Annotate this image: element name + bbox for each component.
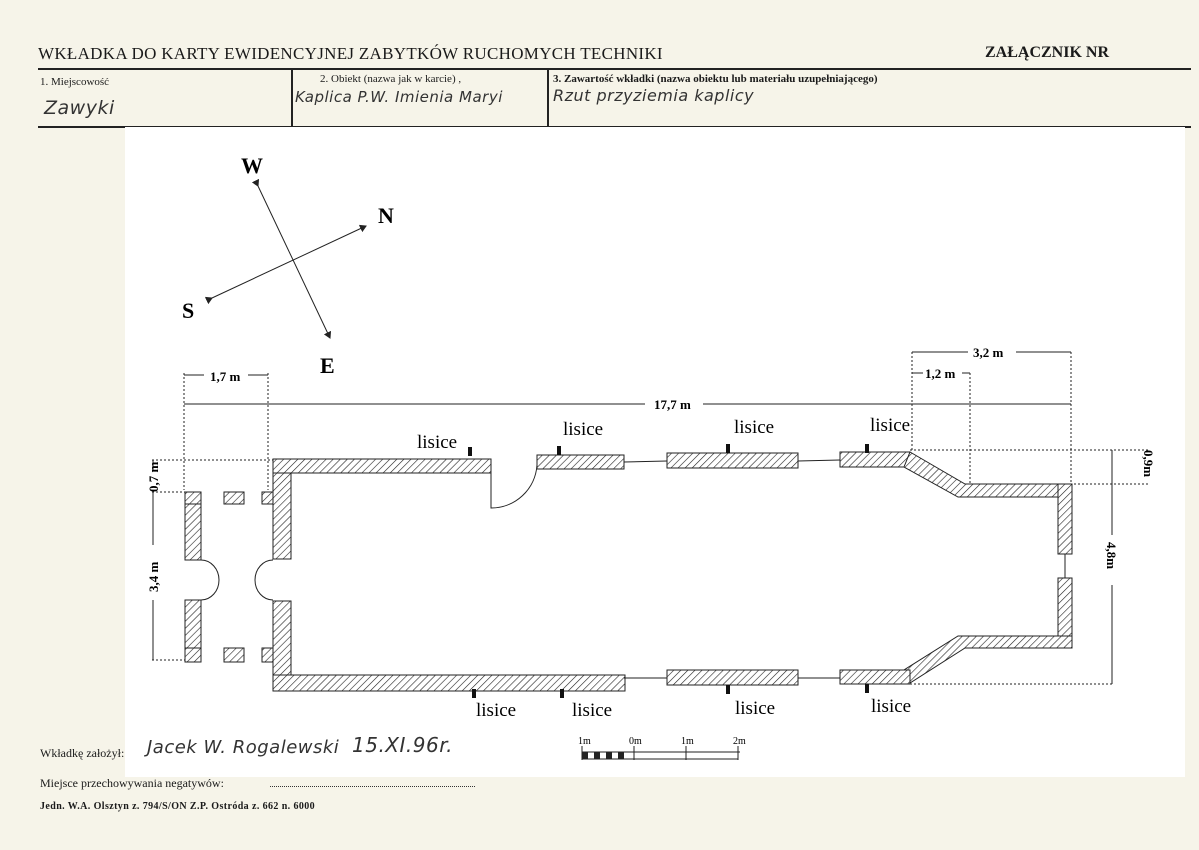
lisice-label: lisice [476, 700, 516, 721]
dim-apse-width: 3,2 m [973, 345, 1004, 360]
lisice-label: lisice [563, 419, 603, 440]
lisice-markers [468, 444, 869, 698]
lisice-label: lisice [870, 415, 910, 436]
window-gaps [623, 459, 1066, 679]
form-title: WKŁADKA DO KARTY EWIDENCYJNEJ ZABYTKÓW R… [38, 44, 663, 63]
scale-label: 2m [733, 736, 746, 747]
porch-door-arc-right [254, 559, 274, 601]
negatives-label: Miejsce przechowywania negatywów: [40, 776, 224, 790]
dimension-lines [152, 351, 1150, 685]
object-label: 2. Obiekt (nazwa jak w karcie) , [320, 73, 462, 85]
porch-door-arc-left [200, 559, 220, 601]
door-swing [490, 464, 538, 509]
field-divider-2 [547, 70, 549, 127]
field-divider-1 [291, 70, 293, 127]
content-label: 3. Zawartość wkładki (nazwa obiektu lub … [553, 73, 878, 85]
locality-label: 1. Miejscowość [40, 76, 110, 88]
dim-apse-step: 1,2 m [925, 366, 956, 381]
porch-walls [184, 491, 274, 663]
scale-label: 1m [681, 736, 694, 747]
compass-n: N [378, 203, 394, 228]
lisice-label: lisice [871, 696, 911, 717]
scale-label: 1m [578, 736, 591, 747]
object-value: Kaplica P.W. Imienia Maryi [295, 88, 503, 106]
scale-label: 0m [629, 736, 642, 747]
nave-walls [272, 451, 1073, 692]
lisice-label: lisice [417, 432, 457, 453]
dim-apse-depth: 4,8m [1104, 542, 1119, 569]
appendix-label: ZAŁĄCZNIK NR [985, 44, 1110, 61]
printer-line: Jedn. W.A. Olsztyn z. 794/S/ON Z.P. Ostr… [40, 801, 316, 812]
compass-s: S [182, 298, 194, 323]
dim-apse-offset: 0,9m [1141, 450, 1156, 477]
dim-total-length: 17,7 m [654, 397, 691, 412]
date-value: 15.XI.96r. [352, 733, 453, 757]
header-rule [38, 68, 1191, 70]
negatives-line [270, 786, 475, 787]
compass [204, 178, 367, 339]
lisice-label: lisice [735, 698, 775, 719]
dim-porch-depth: 3,4 m [146, 562, 161, 593]
locality-value: Zawyki [44, 97, 115, 119]
compass-w: W [241, 153, 263, 178]
founder-label: Wkładkę założył: [40, 746, 125, 760]
founder-value: Jacek W. Rogalewski [147, 737, 340, 758]
dim-wall-thickness: 0,7 m [146, 462, 161, 493]
lisice-label: lisice [572, 700, 612, 721]
dim-porch-width: 1,7 m [210, 369, 241, 384]
scale-bar [581, 746, 740, 760]
compass-e: E [320, 353, 335, 378]
lisice-label: lisice [734, 417, 774, 438]
content-value: Rzut przyziemia kaplicy [553, 86, 755, 105]
